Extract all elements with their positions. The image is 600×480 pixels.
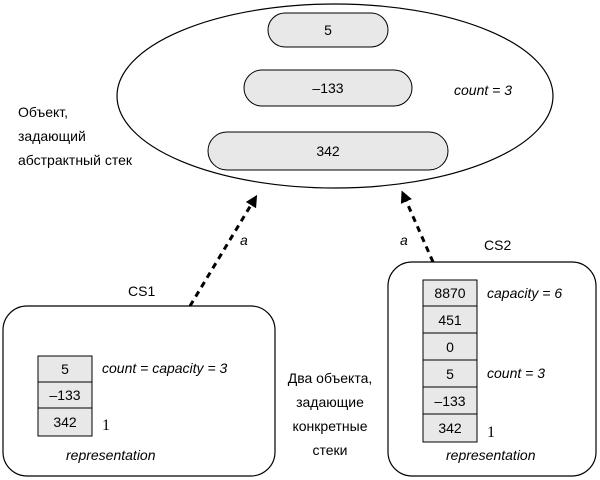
arrow-1-label: a [240, 232, 248, 248]
cs1-cell-1 [37, 355, 93, 383]
cs2-cell-5-value: –133 [434, 393, 465, 409]
cs2-cell-4 [422, 359, 478, 388]
cs2-cell-5 [422, 386, 478, 415]
cs1-index-label: 1 [102, 417, 110, 434]
arrow-cs1-to-abstract [188, 194, 258, 307]
middle-caption-line-1: Два объекта, [288, 370, 373, 386]
cs1-cell-2-value: –133 [49, 387, 80, 403]
abstract-item-1-value: 5 [324, 22, 332, 38]
middle-caption-line-4: стеки [313, 442, 348, 458]
abstract-item-2-value: –133 [312, 80, 343, 96]
cs2-representation-caption: representation [446, 447, 536, 463]
cs1-representation-caption: representation [66, 447, 156, 463]
arrow-2-label: a [400, 232, 408, 248]
cs2-cell-6 [422, 413, 478, 443]
abstract-caption-line-2: задающий [18, 128, 86, 144]
cs2-cell-3-value: 0 [446, 339, 454, 355]
abstract-caption-line-1: Объект, [18, 104, 68, 120]
middle-caption-line-3: конкретные [292, 418, 367, 434]
arrow-cs2-to-abstract [400, 190, 435, 263]
cs2-cell-1-value: 8870 [434, 285, 465, 301]
abstract-count-label: count = 3 [454, 82, 512, 98]
abstract-item-2-box [243, 69, 413, 107]
abstract-item-1-box [267, 12, 389, 48]
cs1-cell-3 [37, 407, 93, 437]
cs2-index-label: 1 [487, 424, 495, 441]
cs1-cell-1-value: 5 [61, 361, 69, 377]
middle-caption-line-2: задающие [296, 394, 364, 410]
cs2-capacity-label: capacity = 6 [487, 285, 562, 301]
cs1-cell-2 [37, 381, 93, 409]
cs2-count-label: count = 3 [487, 365, 545, 381]
cs2-cell-6-value: 342 [438, 420, 462, 436]
cs2-cell-4-value: 5 [446, 366, 454, 382]
abstract-caption-line-3: абстрактный стек [18, 152, 133, 168]
cs2-cell-1 [422, 279, 478, 307]
abstract-item-3-value: 342 [316, 143, 340, 159]
cs2-title: CS2 [484, 237, 511, 253]
cs2-cell-3 [422, 332, 478, 361]
cs2-cell-2-value: 451 [438, 312, 462, 328]
abstract-item-3-box [207, 131, 449, 171]
cs2-cell-2 [422, 305, 478, 334]
cs1-title: CS1 [128, 283, 155, 299]
cs1-count-capacity-label: count = capacity = 3 [102, 360, 228, 376]
cs1-cell-3-value: 342 [53, 414, 77, 430]
